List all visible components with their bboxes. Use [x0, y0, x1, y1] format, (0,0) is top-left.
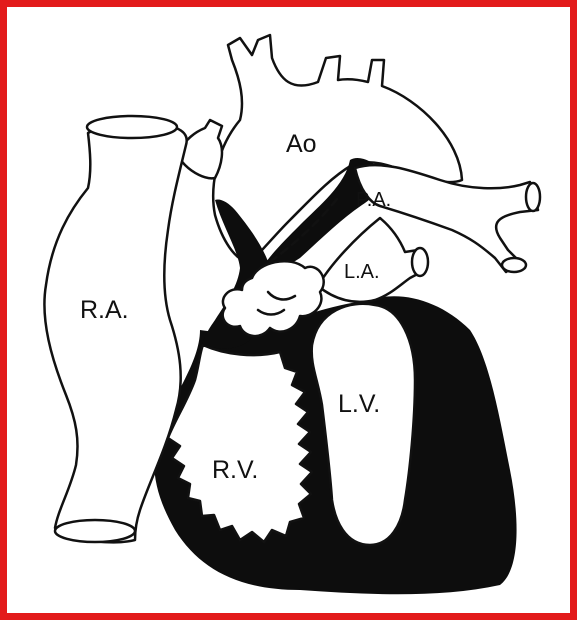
right-atrium-bottom-opening	[55, 520, 135, 542]
left-atrium-vein-end	[412, 248, 428, 276]
label-pa: P.A.	[356, 189, 391, 211]
aorta	[213, 35, 462, 262]
label-ao: Ao	[286, 130, 317, 158]
pulmonary-branch-right-end	[526, 183, 540, 211]
label-la: L.A.	[344, 261, 380, 283]
label-lv: L.V.	[338, 390, 380, 418]
pulmonary-branch-lower-end	[502, 258, 526, 272]
label-rv: R.V.	[212, 456, 258, 484]
label-ra: R.A.	[80, 296, 129, 324]
right-atrium-top-opening	[87, 116, 177, 138]
left-atrium	[318, 218, 425, 302]
